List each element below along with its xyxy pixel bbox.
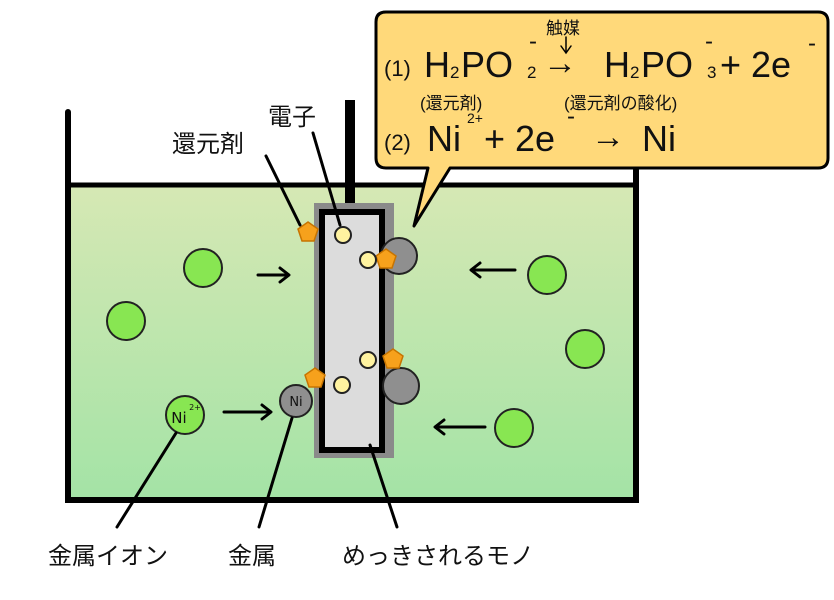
metal-ion (527, 255, 567, 295)
eq1-po-sub: 2 (527, 63, 537, 82)
reducing-agent-icon (382, 348, 404, 369)
eq1-po2-sub: 3 (707, 63, 717, 82)
eq1-electrons: + 2e (720, 44, 792, 85)
arrow-left-icon (433, 418, 487, 436)
label-metal-ion: 金属イオン (48, 542, 168, 570)
leader-metal-ion (115, 431, 178, 529)
eq1-minus3: - (808, 30, 816, 57)
tank-wall (65, 109, 639, 503)
label-metal: 金属 (228, 542, 276, 570)
metal-ni (279, 384, 313, 418)
eq1-arrow: → (543, 44, 577, 82)
metal-ion (183, 248, 223, 288)
leader-metal (257, 416, 294, 529)
eq1-product-note: (還元剤の酸化) (564, 94, 678, 113)
ion-symbol: Ni (171, 409, 186, 427)
eq1-po2: PO (641, 44, 694, 85)
eq1-minus: - (529, 28, 537, 55)
metal-ion (494, 408, 534, 448)
eq2-minus: - (567, 103, 575, 130)
eq2-charge: 2+ (467, 110, 483, 126)
metal-ion (565, 329, 605, 369)
leader-electron (311, 131, 342, 227)
reducing-agent-icon (304, 367, 326, 388)
eq1-po: PO (461, 44, 514, 85)
hanger-rod (345, 100, 355, 218)
electron (334, 226, 352, 244)
plated-object (319, 209, 385, 453)
eq1-h2-sub: 2 (630, 63, 640, 82)
reaction-bubble (374, 10, 830, 228)
eq2-electrons: + 2e (484, 118, 556, 159)
label-reducing-agent: 還元剤 (172, 130, 244, 158)
eq1-minus2: - (705, 28, 713, 55)
arrow-right-icon (256, 266, 291, 284)
arrow-left-icon (469, 261, 517, 279)
eq1-reactant-note: (還元剤) (420, 94, 483, 113)
label-electron: 電子 (268, 103, 316, 131)
metal-deposit (382, 367, 420, 405)
arrow-right-icon (222, 403, 273, 421)
reducing-agent-icon (375, 248, 397, 269)
catalyst-label: 触媒 (546, 19, 580, 38)
leader-reducing-agent (264, 154, 302, 227)
catalyst-arrow-icon (560, 36, 572, 55)
eq2-product: Ni (642, 118, 676, 159)
eq1-h: H (424, 44, 450, 85)
electron (359, 251, 377, 269)
eq1-h-sub: 2 (450, 63, 460, 82)
eq2-number: (2) (384, 130, 411, 155)
eq2-arrow: → (591, 118, 625, 156)
eq2-ni: Ni (427, 118, 461, 159)
reducing-agent-icon (297, 221, 319, 242)
metal-ion (106, 301, 146, 341)
metal-symbol: Ni (289, 395, 302, 410)
metal-ion-ni (165, 395, 205, 435)
label-plated-object: めっきされるモノ (342, 542, 534, 570)
leader-plated-object (368, 443, 399, 529)
electron (333, 376, 351, 394)
electron (359, 351, 377, 369)
ion-charge: 2+ (189, 403, 201, 412)
eq1-h2: H (604, 44, 630, 85)
eq1-number: (1) (384, 56, 411, 81)
